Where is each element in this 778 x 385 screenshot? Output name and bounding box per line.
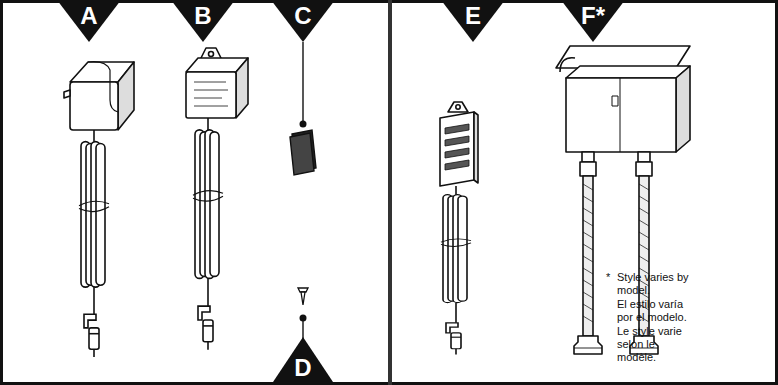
triangle-fill <box>57 0 121 42</box>
part-letter-triangle: A <box>57 0 121 42</box>
triangle-fill <box>271 337 335 385</box>
part-letter: F* <box>561 3 625 29</box>
triangle-fill <box>271 0 335 42</box>
footnote-text: Style varies by model. <box>617 271 689 297</box>
triangle-fill <box>561 0 625 42</box>
part-letter: D <box>271 355 335 381</box>
part-letter-triangle: E <box>441 0 505 42</box>
part-letter-triangle: D <box>271 337 335 385</box>
footnote-text: Le style varie selon le modèle. <box>617 325 689 364</box>
part-letter: B <box>171 3 235 29</box>
triangle-fill <box>171 0 235 42</box>
triangle-fill <box>441 0 505 42</box>
part-letter-triangle: C <box>271 0 335 42</box>
part-letter: A <box>57 3 121 29</box>
part-letter-triangle: B <box>171 0 235 42</box>
part-letter: C <box>271 3 335 29</box>
footnote-mark: * <box>606 271 616 284</box>
footnote-text: El estilo varía por el modelo. <box>617 298 689 324</box>
part-letter-triangle: F* <box>561 0 625 42</box>
part-letter: E <box>441 3 505 29</box>
